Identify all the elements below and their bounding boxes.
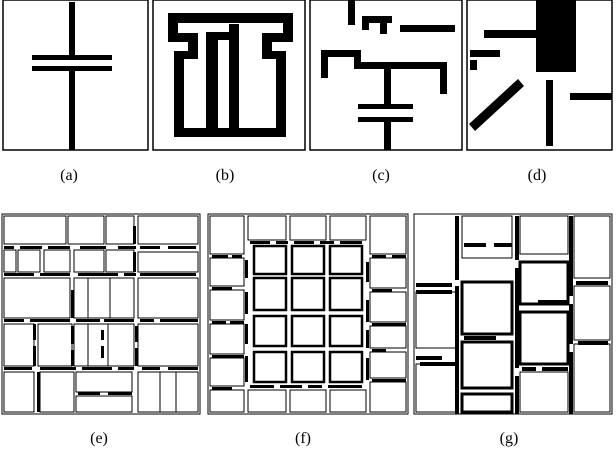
panel-c-shapes	[321, 0, 455, 150]
panel-g-wires	[416, 216, 608, 414]
caption-c: (c)	[372, 167, 390, 184]
panel-c	[309, 0, 463, 151]
caption-b: (b)	[215, 167, 235, 184]
panel-d-block	[536, 0, 576, 72]
panel-e-wires	[4, 226, 198, 412]
panel-f-wires	[212, 241, 406, 390]
panel-d-shapes	[469, 0, 612, 146]
panel-a-frame	[2, 0, 149, 151]
panel-a	[2, 0, 149, 151]
panel-g-inner-cells	[460, 260, 570, 414]
panel-a-shapes	[32, 2, 112, 150]
panel-a-lower-plate	[32, 66, 112, 71]
panel-f	[207, 213, 409, 415]
caption-e: (e)	[90, 430, 108, 447]
panel-a-upper-plate	[32, 55, 112, 60]
panel-e-cells	[3, 215, 199, 413]
panel-d	[466, 0, 613, 151]
panel-e	[1, 213, 201, 415]
caption-d: (d)	[527, 167, 547, 184]
panel-f-inner-grid	[252, 244, 364, 384]
panel-a-lower-lead	[69, 71, 75, 150]
panel-b-inner-center	[229, 24, 239, 137]
panel-b-top-bar	[168, 13, 293, 23]
panel-b-shapes	[168, 13, 293, 137]
caption-g: (g)	[499, 430, 519, 447]
caption-a: (a)	[60, 167, 78, 184]
panel-a-upper-lead	[69, 2, 75, 55]
panel-b-inner-left	[206, 32, 218, 137]
panel-b	[152, 0, 306, 151]
caption-f: (f)	[295, 430, 311, 447]
panel-d-diagonal	[469, 79, 524, 131]
panel-g	[413, 213, 613, 415]
